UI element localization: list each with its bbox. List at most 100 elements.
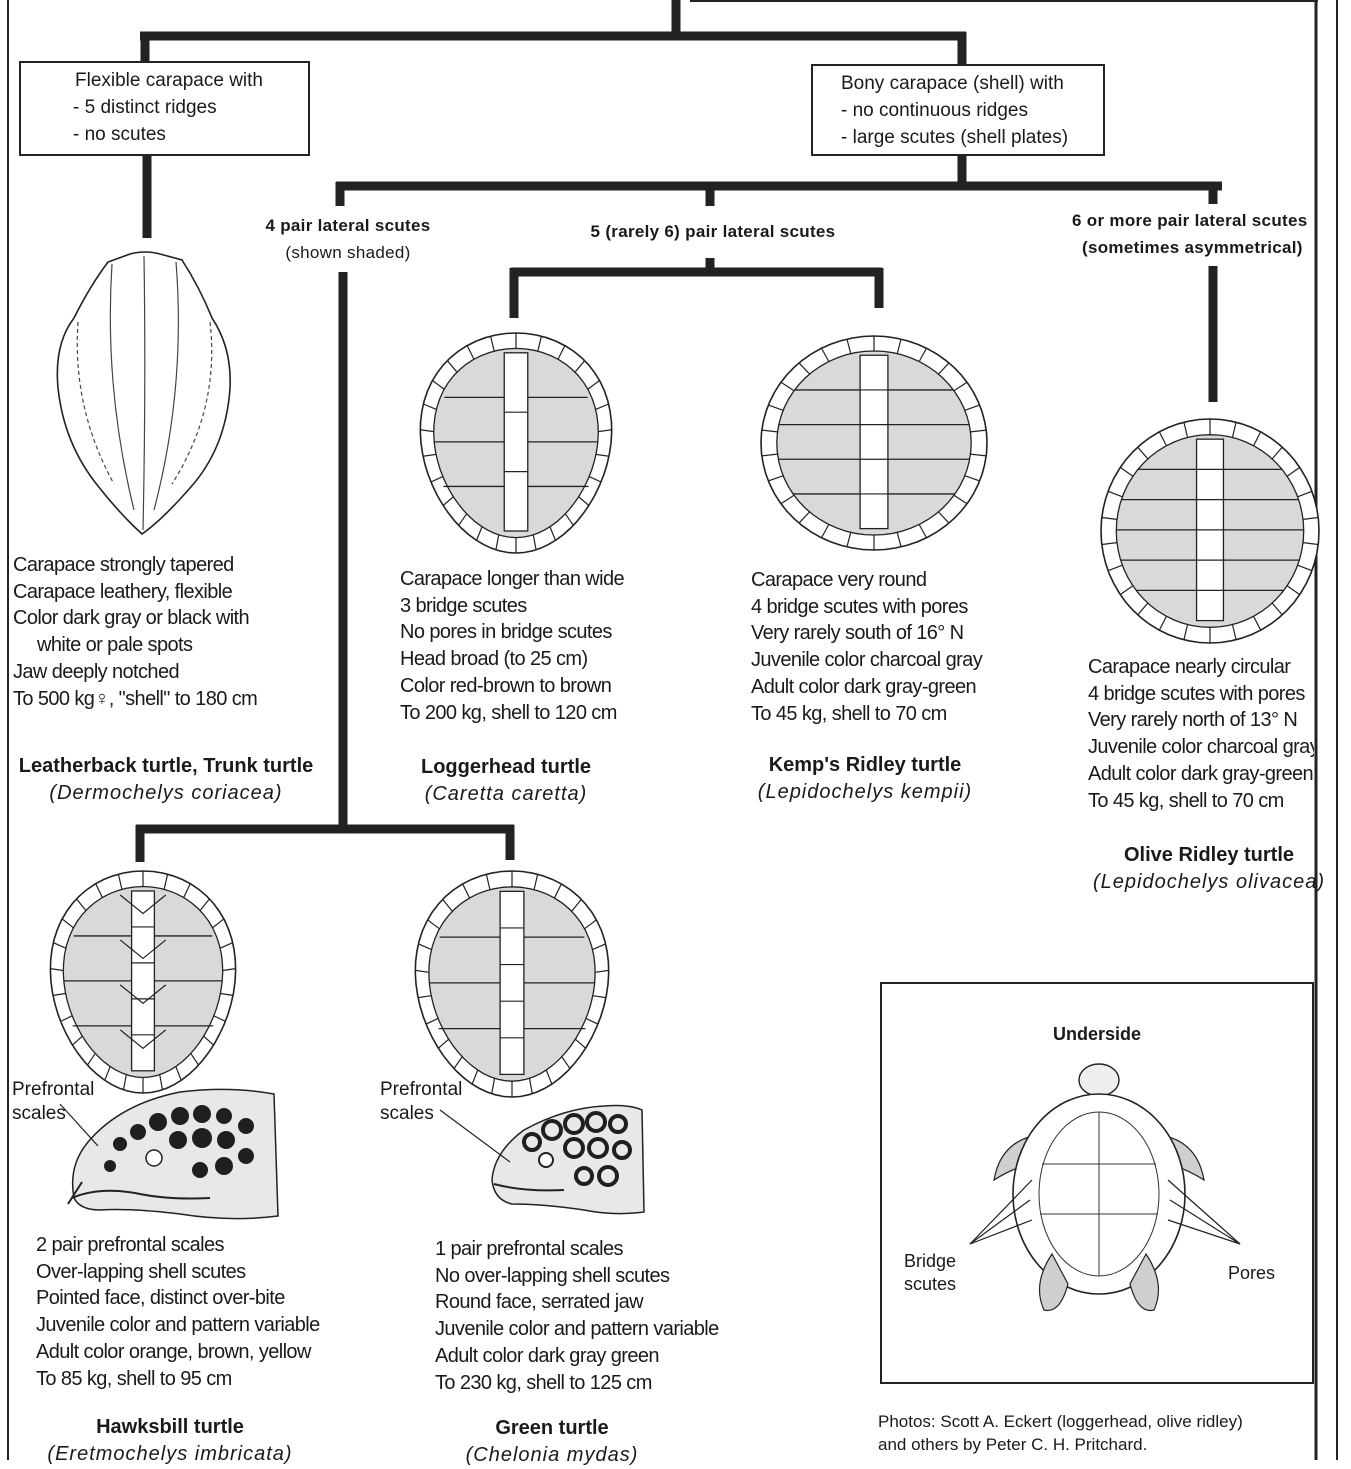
branch-title: 4 pair lateral scutes: [265, 216, 430, 235]
trait-line: 3 bridge scutes: [400, 593, 624, 620]
trait-line: Over-lapping shell scutes: [36, 1259, 320, 1286]
olive-carapace-illustration: [1098, 416, 1322, 646]
olive-traits: Carapace nearly circular 4 bridge scutes…: [1088, 654, 1314, 814]
scientific-name: (Lepidochelys kempii): [740, 779, 990, 806]
key-line: - 5 distinct ridges: [73, 94, 308, 121]
branch-title: 6 or more pair lateral scutes: [1072, 211, 1307, 230]
pores-label: Pores: [1228, 1261, 1275, 1285]
trait-line: Juvenile color and pattern variable: [435, 1316, 719, 1343]
trait-line: To 85 kg, shell to 95 cm: [36, 1366, 320, 1393]
green-head-illustration: [484, 1100, 646, 1218]
trait-line: Juvenile color and pattern variable: [36, 1312, 320, 1339]
trait-line: To 500 kg♀, "shell" to 180 cm: [13, 686, 257, 713]
branch-four-pair-label: 4 pair lateral scutes (shown shaded): [238, 212, 458, 266]
trait-line: No over-lapping shell scutes: [435, 1263, 719, 1290]
trait-line: Round face, serrated jaw: [435, 1289, 719, 1316]
trait-line: Carapace leathery, flexible: [13, 579, 257, 606]
trait-line: Carapace longer than wide: [400, 566, 624, 593]
label-line: scales: [12, 1102, 94, 1126]
trait-line: Jaw deeply notched: [13, 659, 257, 686]
leatherback-traits: Carapace strongly tapered Carapace leath…: [13, 552, 257, 712]
trait-line: No pores in bridge scutes: [400, 619, 624, 646]
loggerhead-name: Loggerhead turtle (Caretta caretta): [396, 754, 616, 808]
trait-line: To 200 kg, shell to 120 cm: [400, 700, 624, 727]
trait-line: Juvenile color charcoal gray: [751, 647, 982, 674]
key-line: Bony carapace (shell) with: [841, 70, 1103, 97]
trait-line: Adult color dark gray-green: [1088, 761, 1314, 788]
scientific-name: (Chelonia mydas): [440, 1442, 664, 1469]
scientific-name: (Eretmochelys imbricata): [20, 1441, 320, 1468]
kemps-traits: Carapace very round 4 bridge scutes with…: [751, 567, 982, 727]
trait-line: To 45 kg, shell to 70 cm: [1088, 788, 1314, 815]
common-name: Green turtle: [440, 1415, 664, 1442]
label-line: scales: [380, 1102, 462, 1126]
green-carapace-illustration: [413, 868, 611, 1100]
label-line: Prefrontal: [12, 1078, 94, 1102]
common-name: Loggerhead turtle: [396, 754, 616, 781]
kemps-carapace-illustration: [758, 333, 990, 553]
scientific-name: (Lepidochelys olivacea): [1084, 869, 1334, 896]
credit-line: Photos: Scott A. Eckert (loggerhead, oli…: [878, 1410, 1243, 1433]
key-line: Flexible carapace with: [75, 67, 308, 94]
branch-title: 5 (rarely 6) pair lateral scutes: [591, 222, 836, 241]
leatherback-name: Leatherback turtle, Trunk turtle (Dermoc…: [10, 753, 322, 807]
olive-name: Olive Ridley turtle (Lepidochelys olivac…: [1084, 842, 1334, 896]
common-name: Kemp's Ridley turtle: [740, 752, 990, 779]
trait-line: Very rarely north of 13° N: [1088, 707, 1314, 734]
trait-line: To 230 kg, shell to 125 cm: [435, 1370, 719, 1397]
trait-line: Color red-brown to brown: [400, 673, 624, 700]
key-line: - no continuous ridges: [841, 97, 1103, 124]
green-name: Green turtle (Chelonia mydas): [440, 1415, 664, 1469]
trait-line: Juvenile color charcoal gray: [1088, 734, 1314, 761]
scientific-name: (Caretta caretta): [396, 781, 616, 808]
trait-line: Carapace strongly tapered: [13, 552, 257, 579]
leatherback-key-box: Flexible carapace with - 5 distinct ridg…: [19, 61, 310, 156]
trait-line: 4 bridge scutes with pores: [751, 594, 982, 621]
bridge-scutes-label: Bridge scutes: [904, 1250, 956, 1296]
label-line: scutes: [904, 1273, 956, 1296]
branch-six-pair-label: 6 or more pair lateral scutes (sometimes…: [1072, 207, 1342, 261]
loggerhead-traits: Carapace longer than wide 3 bridge scute…: [400, 566, 624, 726]
trait-line: white or pale spots: [13, 632, 257, 659]
trait-line: Carapace very round: [751, 567, 982, 594]
trait-line: 2 pair prefrontal scales: [36, 1232, 320, 1259]
hawksbill-prefrontal-label: Prefrontal scales: [12, 1078, 94, 1126]
vertebral-scutes: [860, 355, 888, 528]
trait-line: Adult color dark gray-green: [751, 674, 982, 701]
key-line: - large scutes (shell plates): [841, 124, 1103, 151]
trait-line: Pointed face, distinct over-bite: [36, 1285, 320, 1312]
loggerhead-carapace-illustration: [418, 330, 614, 556]
trait-line: Color dark gray or black with: [13, 605, 257, 632]
bony-key-box: Bony carapace (shell) with - no continuo…: [811, 64, 1105, 156]
vertebral-scutes: [504, 353, 528, 531]
underside-turtle-illustration: [882, 984, 1312, 1382]
hawksbill-traits: 2 pair prefrontal scales Over-lapping sh…: [36, 1232, 320, 1392]
photo-credit: Photos: Scott A. Eckert (loggerhead, oli…: [878, 1410, 1243, 1456]
common-name: Leatherback turtle, Trunk turtle: [10, 753, 322, 780]
trait-line: Head broad (to 25 cm): [400, 646, 624, 673]
leatherback-carapace-illustration: [50, 248, 240, 540]
branch-five-pair-label: 5 (rarely 6) pair lateral scutes: [560, 218, 866, 245]
label-line: Bridge: [904, 1250, 956, 1273]
credit-line: and others by Peter C. H. Pritchard.: [878, 1433, 1243, 1456]
underside-panel: Underside Bridge scutes Pores: [880, 982, 1314, 1384]
vertebral-scutes: [132, 891, 155, 1071]
hawksbill-carapace-illustration: [48, 868, 238, 1096]
scientific-name: (Dermochelys coriacea): [10, 780, 322, 807]
branch-subtitle: (shown shaded): [238, 239, 458, 266]
common-name: Olive Ridley turtle: [1084, 842, 1334, 869]
trait-line: 4 bridge scutes with pores: [1088, 681, 1314, 708]
label-line: Prefrontal: [380, 1078, 462, 1102]
trait-line: 1 pair prefrontal scales: [435, 1236, 719, 1263]
branch-subtitle: (sometimes asymmetrical): [1072, 234, 1342, 261]
key-line: - no scutes: [73, 121, 308, 148]
trait-line: Carapace nearly circular: [1088, 654, 1314, 681]
green-traits: 1 pair prefrontal scales No over-lapping…: [435, 1236, 719, 1396]
kemps-name: Kemp's Ridley turtle (Lepidochelys kempi…: [740, 752, 990, 806]
trait-line: To 45 kg, shell to 70 cm: [751, 701, 982, 728]
vertebral-scutes: [500, 891, 524, 1074]
trait-line: Adult color orange, brown, yellow: [36, 1339, 320, 1366]
common-name: Hawksbill turtle: [20, 1414, 320, 1441]
trait-line: Very rarely south of 16° N: [751, 620, 982, 647]
trait-line: Adult color dark gray green: [435, 1343, 719, 1370]
